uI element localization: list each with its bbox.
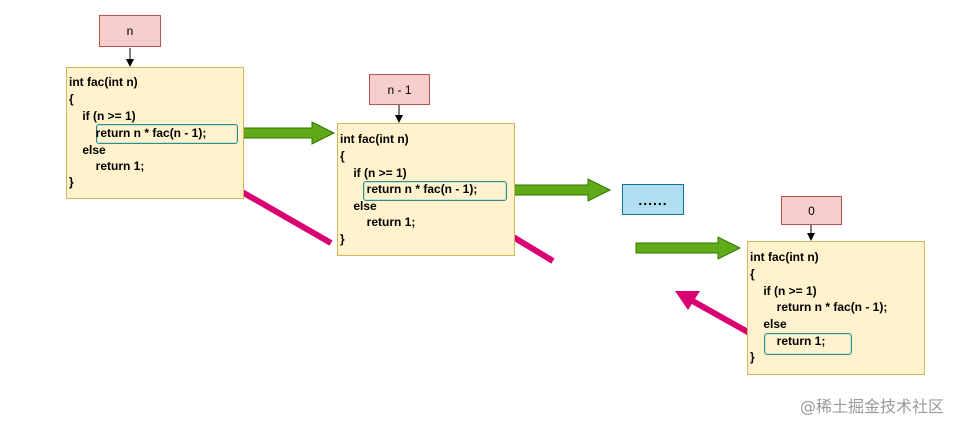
code-line-if: if (n >= 1)	[69, 109, 136, 123]
ellipsis-box: ......	[622, 184, 684, 215]
code-line-return-one: return 1;	[340, 215, 416, 229]
ellipsis-label: ......	[638, 191, 668, 208]
code-line-signature: int fac(int n)	[340, 132, 409, 146]
code-line-else: else	[340, 199, 377, 213]
code-line-if: if (n >= 1)	[750, 284, 817, 298]
highlight-recursive-call	[363, 181, 507, 201]
code-line-close-brace: }	[750, 350, 755, 364]
code-line-return-recursive: return n * fac(n - 1);	[69, 126, 207, 140]
call-arrow-3	[635, 236, 742, 260]
code-line-else: else	[750, 317, 787, 331]
code-line-signature: int fac(int n)	[750, 250, 819, 264]
code-line-if: if (n >= 1)	[340, 166, 407, 180]
call-arrow-2	[505, 178, 612, 202]
code-line-open-brace: {	[69, 92, 74, 106]
code-line-close-brace: }	[340, 232, 345, 246]
param-label-n-minus-1: n - 1	[387, 82, 412, 97]
highlight-recursive-call	[96, 124, 238, 144]
code-line-open-brace: {	[340, 149, 345, 163]
code-line-return-one: return 1;	[69, 159, 145, 173]
param-label-n: n	[126, 24, 134, 38]
code-line-return-recursive: return n * fac(n - 1);	[340, 182, 478, 196]
param-label-zero: 0	[808, 203, 815, 218]
code-box-call-n-minus-1: int fac(int n) { if (n >= 1) return n * …	[337, 123, 515, 256]
param-box-n-minus-1: n - 1	[369, 74, 430, 105]
return-arrow-3-head	[675, 291, 700, 310]
param-box-zero: 0	[781, 196, 842, 225]
call-arrow-1	[235, 121, 336, 145]
code-box-call-zero: int fac(int n) { if (n >= 1) return n * …	[747, 241, 925, 375]
code-line-else: else	[69, 143, 106, 157]
highlight-base-case	[764, 333, 852, 355]
param-box-n: n	[99, 15, 161, 47]
code-line-return-one: return 1;	[750, 334, 826, 348]
code-line-signature: int fac(int n)	[69, 75, 138, 89]
watermark: @稀土掘金技术社区	[799, 397, 944, 416]
code-line-open-brace: {	[750, 267, 755, 281]
code-box-call-n: int fac(int n) { if (n >= 1) return n * …	[66, 67, 244, 199]
code-line-return-recursive: return n * fac(n - 1);	[750, 300, 888, 314]
code-line-close-brace: }	[69, 175, 74, 189]
